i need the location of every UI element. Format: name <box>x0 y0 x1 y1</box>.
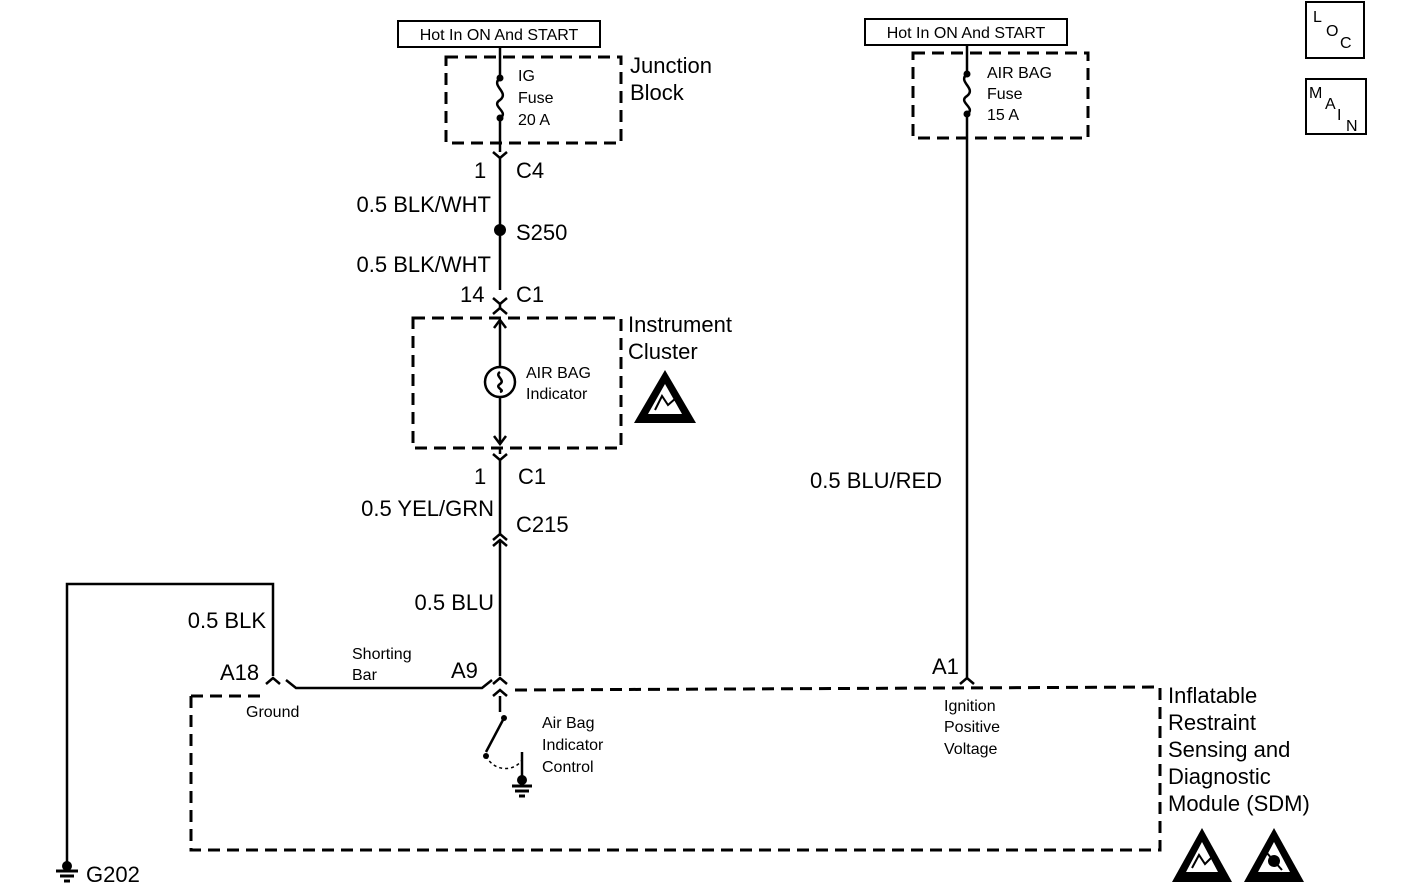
ground-label: Ground <box>246 704 299 721</box>
hot-label-right-text: Hot In ON And START <box>887 25 1046 42</box>
airbag-fuse-line1: AIR BAG <box>987 65 1052 82</box>
c1-top-label: C1 <box>516 282 544 307</box>
airbag-indicator-line2: Indicator <box>526 386 588 403</box>
ig-fuse-line1: IG <box>518 68 535 85</box>
instrument-cluster-title-2: Cluster <box>628 339 698 364</box>
a1-label: A1 <box>932 654 959 679</box>
a9-label: A9 <box>451 658 478 683</box>
airbag-fuse-line3: 15 A <box>987 107 1019 124</box>
instrument-cluster: Instrument Cluster AIR BAG Indicator <box>411 312 732 450</box>
airbag-indicator-line1: AIR BAG <box>526 365 591 382</box>
hot-label-right: Hot In ON And START <box>864 18 1068 46</box>
c4-label: C4 <box>516 158 544 183</box>
sdm-title-4: Diagnostic <box>1168 764 1271 789</box>
c1-top-pin: 14 <box>460 282 484 307</box>
wire-blu-red: 0.5 BLU/RED <box>810 468 942 493</box>
sdm-title-1: Inflatable <box>1168 683 1257 708</box>
main-button[interactable]: M A I N <box>1305 78 1367 135</box>
sir-warning-icon <box>1244 828 1304 882</box>
sdm-title-3: Sensing and <box>1168 737 1290 762</box>
main-letter-i: I <box>1337 107 1341 124</box>
esd-warning-icon <box>1172 828 1232 882</box>
control-line3: Control <box>542 759 594 776</box>
main-letter-m: M <box>1309 85 1322 102</box>
loc-letter-c: C <box>1340 35 1352 52</box>
a18-label: A18 <box>220 660 259 685</box>
ignition-line3: Voltage <box>944 741 997 758</box>
control-line1: Air Bag <box>542 715 594 732</box>
loc-letter-l: L <box>1313 9 1322 26</box>
wire-blk: 0.5 BLK <box>188 608 267 633</box>
c1-bottom-pin: 1 <box>474 464 486 489</box>
junction-block: Junction Block IG Fuse 20 A <box>444 53 712 145</box>
loc-button[interactable]: L O C <box>1305 1 1365 59</box>
main-letter-n: N <box>1346 118 1358 135</box>
ground-symbol-icon <box>56 861 78 883</box>
hot-label-left: Hot In ON And START <box>397 20 601 48</box>
instrument-cluster-title-1: Instrument <box>628 312 732 337</box>
airbag-fuse-line2: Fuse <box>987 86 1023 103</box>
fuse-icon <box>962 70 972 118</box>
airbag-fuse-block: AIR BAG Fuse 15 A <box>911 51 1090 140</box>
control-line2: Indicator <box>542 737 604 754</box>
shorting-bar-line1: Shorting <box>352 646 412 663</box>
c1-bottom-label: C1 <box>518 464 546 489</box>
wire-blk-wht-2: 0.5 BLK/WHT <box>357 252 491 277</box>
sdm-title-2: Restraint <box>1168 710 1256 735</box>
main-letter-a: A <box>1325 96 1336 113</box>
s250-label: S250 <box>516 220 567 245</box>
hot-label-left-text: Hot In ON And START <box>420 27 579 44</box>
loc-letter-o: O <box>1326 23 1338 40</box>
shorting-bar-line2: Bar <box>352 667 378 684</box>
sdm-title-5: Module (SDM) <box>1168 791 1310 816</box>
esd-warning-icon <box>634 370 696 423</box>
c215-label: C215 <box>516 512 569 537</box>
ignition-line2: Positive <box>944 719 1000 736</box>
junction-block-title-2: Block <box>630 80 685 105</box>
g202-label: G202 <box>86 862 140 887</box>
wire-blu: 0.5 BLU <box>415 590 495 615</box>
wire-yel-grn: 0.5 YEL/GRN <box>361 496 494 521</box>
ignition-line1: Ignition <box>944 698 996 715</box>
junction-block-title-1: Junction <box>630 53 712 78</box>
s250-splice <box>494 224 506 236</box>
switch-icon <box>483 696 532 798</box>
c4-pin: 1 <box>474 158 486 183</box>
fuse-icon <box>495 60 505 143</box>
ig-fuse-line2: Fuse <box>518 90 554 107</box>
sdm-module: A18 Ground Shorting Bar A9 Air Bag Indic… <box>189 646 1310 882</box>
ig-fuse-line3: 20 A <box>518 112 550 129</box>
bulb-icon <box>483 365 517 399</box>
wire-blk-wht-1: 0.5 BLK/WHT <box>357 192 491 217</box>
